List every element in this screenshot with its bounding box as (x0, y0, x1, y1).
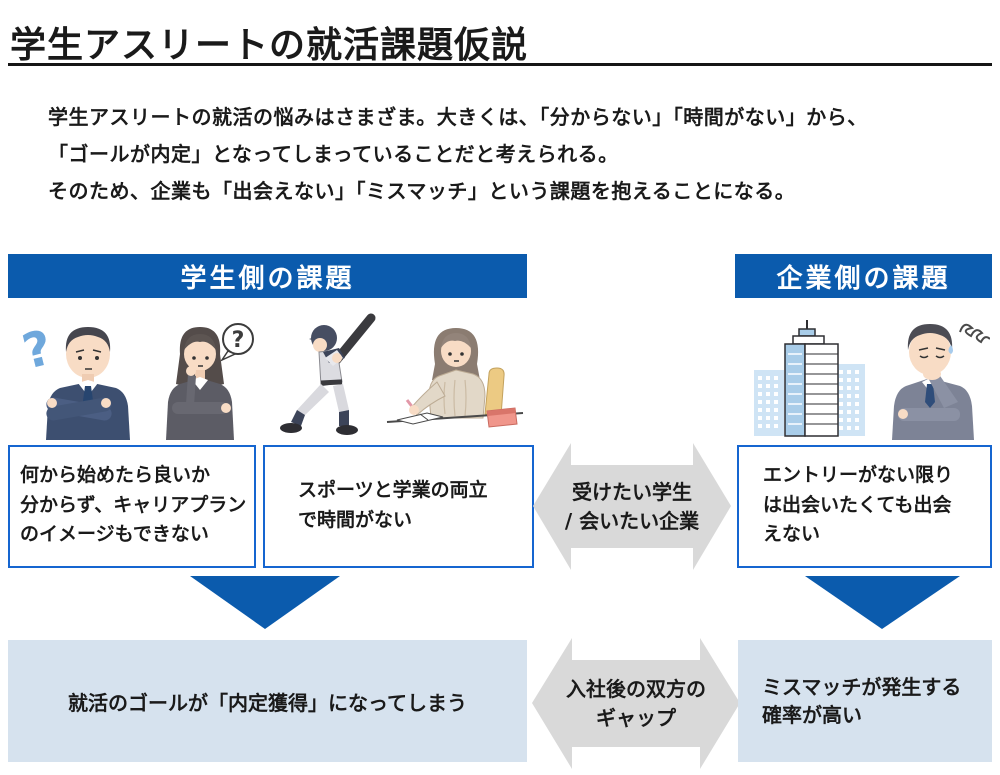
student-down-arrow (190, 576, 340, 629)
question-mark-icon: ? (232, 328, 245, 353)
office-building-icon (752, 318, 867, 440)
student-issue-box-2: スポーツと学業の両立 で時間がない (263, 445, 534, 568)
intro-text: 学生アスリートの就活の悩みはさまざま。大きくは、「分からない」「時間がない」から… (48, 105, 868, 203)
company-down-arrow (805, 576, 960, 629)
page-title: 学生アスリートの就活課題仮説 (10, 25, 529, 66)
baseball-player-icon (275, 308, 395, 440)
matching-arrow-label: 受けたい学生 / 会いたい企業 (564, 479, 700, 533)
company-issues-header: 企業側の課題 (735, 254, 992, 298)
student-issue-box-1: 何から始めたら良いか 分からず、キャリアプラン のイメージもできない (8, 445, 256, 568)
questioning-businesswoman-icon: ? (142, 318, 257, 440)
company-outcome-box: ミスマッチが発生する 確率が高い (738, 640, 992, 762)
down-triangle-shape (190, 576, 340, 629)
double-headed-arrow-shape (533, 443, 731, 570)
notebook (396, 412, 444, 425)
title-underline (8, 63, 992, 66)
down-triangle-shape (805, 576, 960, 629)
scribble (959, 323, 990, 344)
student-issues-header: 学生側の課題 (8, 254, 527, 298)
chair (484, 367, 505, 417)
gap-arrow-label: 入社後の双方の ギャップ (566, 676, 706, 730)
post-hire-gap-arrow: 入社後の双方の ギャップ (532, 638, 740, 769)
double-headed-arrow-shape (532, 638, 740, 769)
student-company-matching-arrow: 受けたい学生 / 会いたい企業 (533, 443, 731, 570)
student-outcome-box: 就活のゴールが「内定獲得」になってしまう (8, 640, 527, 762)
question-mark-icon: ? (18, 320, 58, 381)
studying-student-icon (385, 318, 525, 440)
company-issue-box: エントリーがない限り は出会いたくても出会 えない (737, 445, 992, 568)
worried-businessman-icon (872, 312, 990, 440)
questioning-businessman-icon: ? (18, 312, 140, 440)
question-bubble (222, 323, 254, 355)
